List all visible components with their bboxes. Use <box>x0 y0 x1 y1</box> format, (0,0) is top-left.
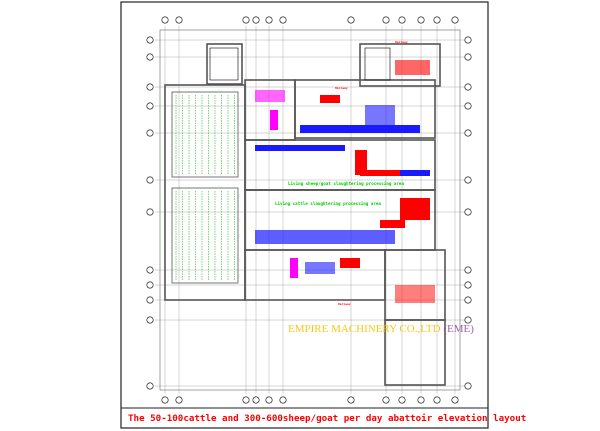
grid-bubble <box>464 281 472 289</box>
grid-bubble <box>464 266 472 274</box>
grid-bubble <box>146 316 154 324</box>
grid-bubble <box>146 176 154 184</box>
grid-bubble <box>417 396 425 404</box>
grid-bubble <box>242 396 250 404</box>
grid-bubble <box>161 16 169 24</box>
grid-bubble <box>382 396 390 404</box>
grid-bubble <box>175 396 183 404</box>
grid-bubble <box>382 16 390 24</box>
building-walls <box>164 43 446 386</box>
grid-bubble <box>464 382 472 390</box>
grid-bubble <box>464 36 472 44</box>
equipment <box>209 47 435 303</box>
grid-bubble <box>464 316 472 324</box>
grid-bubble <box>417 16 425 24</box>
grid-bubble <box>464 208 472 216</box>
grid-bubble <box>279 396 287 404</box>
livestock-pens <box>175 95 235 280</box>
grid-bubble <box>464 102 472 110</box>
grid-bubble <box>146 266 154 274</box>
grid-bubble <box>146 382 154 390</box>
grid-bubble <box>451 16 459 24</box>
grid-bubble <box>347 16 355 24</box>
grid-bubble <box>464 296 472 304</box>
grid-bubble <box>347 396 355 404</box>
grid-bubble <box>146 296 154 304</box>
grid-bubble <box>146 281 154 289</box>
grid-bubble <box>451 396 459 404</box>
grid-bubble <box>161 396 169 404</box>
grid-bubble <box>146 102 154 110</box>
grid-bubble <box>265 16 273 24</box>
grid-bubble <box>265 396 273 404</box>
grid-bubble <box>146 83 154 91</box>
grid-bubbles <box>146 16 472 404</box>
hallway-label-top: Hallway <box>395 40 408 44</box>
sheep-area-label: Living sheep/goat slaughtering processin… <box>288 181 404 186</box>
grid-bubble <box>398 16 406 24</box>
grid-bubble <box>464 53 472 61</box>
grid-bubble <box>464 83 472 91</box>
hallway-label-mid: Hallway <box>335 86 348 90</box>
hallway-label-bottom: Hallway <box>338 302 351 306</box>
grid-bubble <box>242 16 250 24</box>
grid-bubble <box>279 16 287 24</box>
sheet-frame <box>120 1 489 429</box>
grid-bubble <box>433 16 441 24</box>
drawing-title: The 50-100cattle and 300-600sheep/goat p… <box>128 413 526 424</box>
company-watermark: EMPIRE MACHINERY CO.,LTD (EME) <box>288 323 474 335</box>
grid-bubble <box>464 176 472 184</box>
grid-bubble <box>146 53 154 61</box>
grid-bubble <box>146 129 154 137</box>
grid-bubble <box>252 396 260 404</box>
cattle-area-label: Living cattle slaughtering processing ar… <box>275 201 381 206</box>
grid-bubble <box>433 396 441 404</box>
grid-bubble <box>398 396 406 404</box>
grid-bubble <box>252 16 260 24</box>
grid-bubble <box>146 208 154 216</box>
grid-bubble <box>146 36 154 44</box>
grid-bubble <box>175 16 183 24</box>
grid-lines <box>155 26 465 394</box>
grid-bubble <box>464 129 472 137</box>
